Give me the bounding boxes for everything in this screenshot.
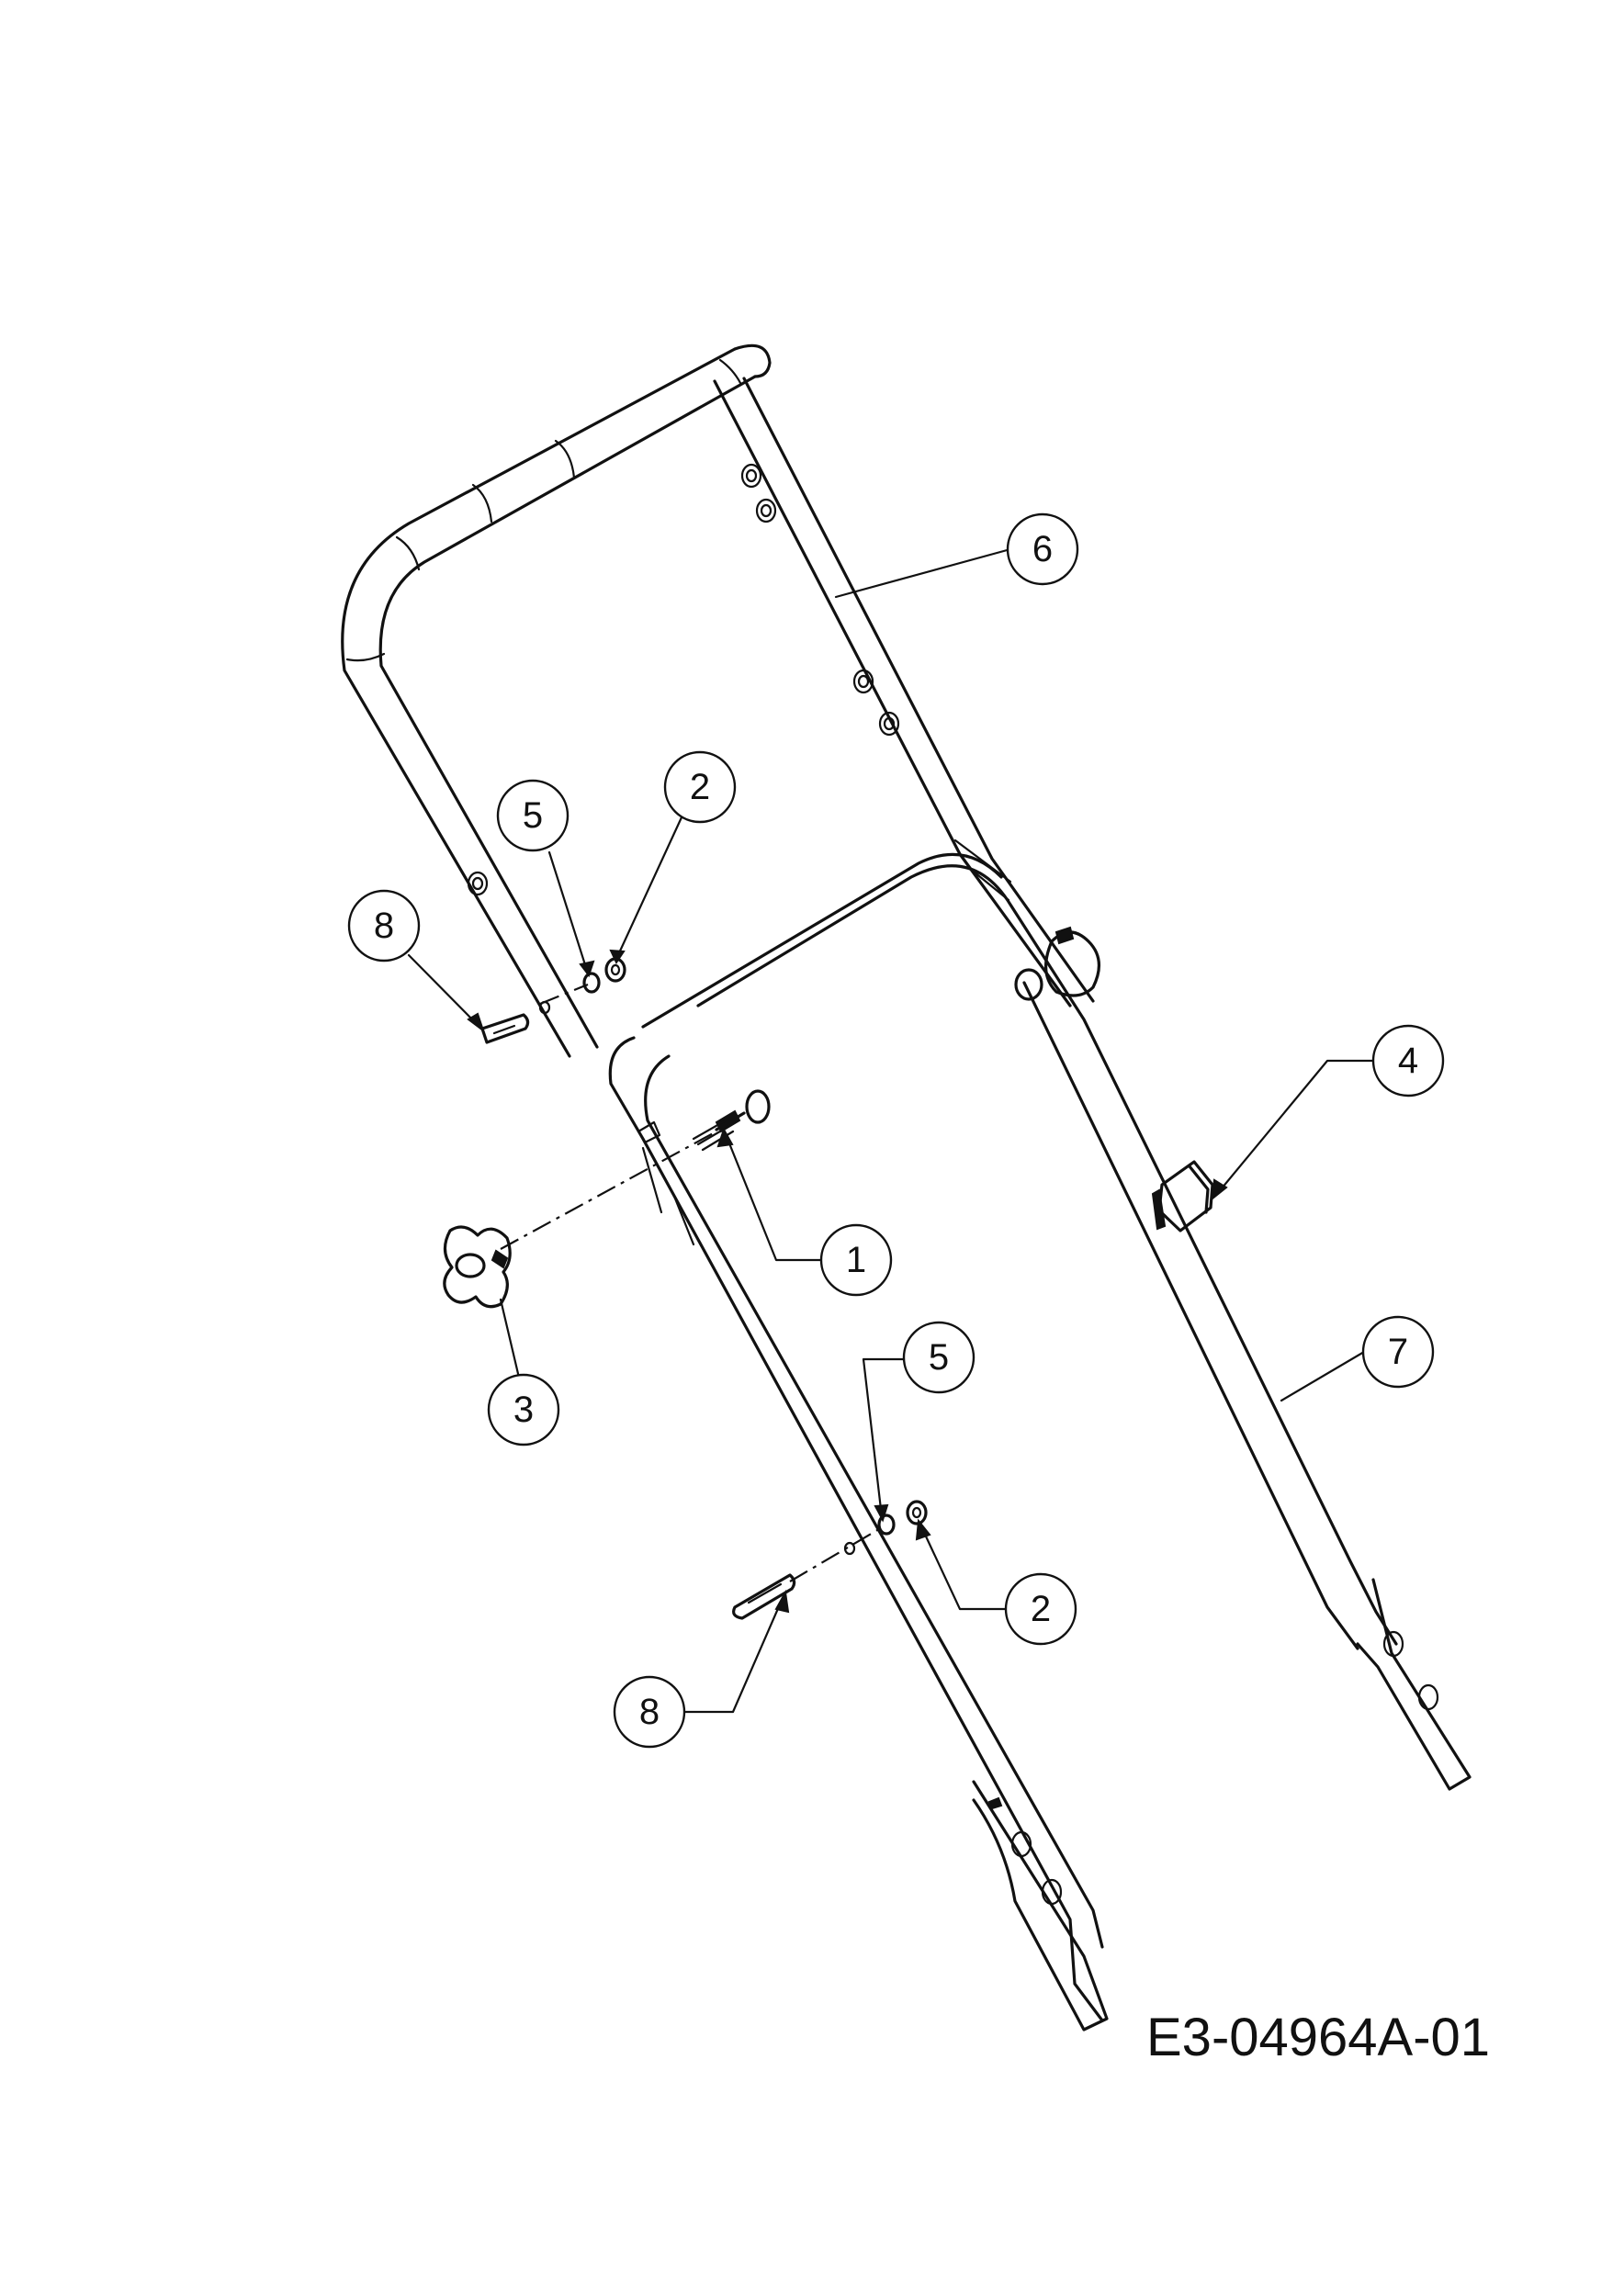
drawing-code: E3-04964A-01 (1146, 2008, 1490, 2067)
callout-1-label: 1 (846, 1240, 866, 1280)
callout-3: 3 (487, 1373, 560, 1446)
callout-7-label: 7 (1388, 1332, 1408, 1372)
callout-1: 1 (819, 1223, 893, 1297)
callout-2-upper: 2 (663, 750, 737, 824)
callout-4-label: 4 (1398, 1041, 1418, 1081)
callout-2-upper-label: 2 (690, 767, 710, 807)
callout-3-label: 3 (513, 1390, 534, 1430)
callout-7: 7 (1361, 1315, 1435, 1389)
callout-2-lower-label: 2 (1031, 1589, 1051, 1629)
callout-4: 4 (1371, 1024, 1445, 1097)
cable-clip (1151, 1160, 1214, 1232)
lower-handle (608, 852, 1472, 2032)
star-knob (443, 1225, 512, 1309)
clevis-pin-upper (480, 1013, 530, 1044)
callout-5-lower: 5 (902, 1321, 976, 1394)
callout-2-lower: 2 (1004, 1572, 1077, 1646)
leader-lines (407, 547, 1377, 1714)
callout-6-label: 6 (1032, 529, 1053, 569)
washer-nut-lower (877, 1500, 928, 1536)
clevis-pin-lower (732, 1573, 796, 1620)
upper-handle (341, 343, 1095, 1058)
callout-5-lower-label: 5 (929, 1337, 949, 1378)
callout-5-upper-label: 5 (523, 795, 543, 836)
assembly-axes (500, 983, 885, 1582)
callout-8-upper: 8 (347, 889, 421, 962)
carriage-bolt (692, 1089, 771, 1152)
callout-6: 6 (1006, 512, 1079, 586)
callout-5-upper: 5 (496, 779, 570, 852)
callout-8-lower: 8 (613, 1675, 686, 1749)
callout-8-upper-label: 8 (374, 906, 394, 946)
callout-8-lower-label: 8 (639, 1692, 660, 1732)
